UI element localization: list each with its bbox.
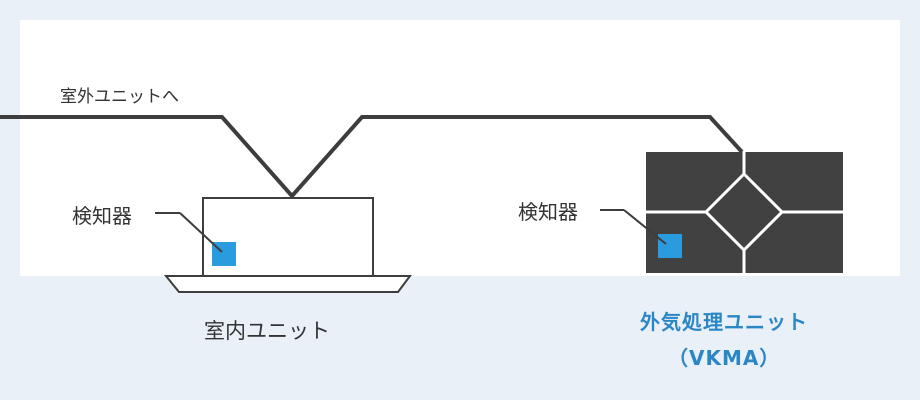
to-outdoor-unit-label: 室外ユニットへ [60, 87, 179, 107]
sensor-right-leader-diag [623, 209, 667, 245]
indoor-unit-label: 室内ユニット [204, 319, 330, 343]
indoor-unit-panel [163, 275, 412, 293]
heat-exchanger-diamond [703, 171, 785, 253]
indoor-unit [163, 197, 412, 293]
sensor-label-outdoor-unit: 検知器 [518, 200, 578, 224]
outdoor-air-processing-unit [646, 152, 843, 273]
model-label: （VKMA） [668, 346, 781, 370]
outdoor-processing-unit-label: 外気処理ユニット [640, 310, 808, 334]
sensor-left-leader-diag [179, 212, 223, 253]
sensor-label-indoor: 検知器 [72, 204, 132, 228]
sensor-outdoor-unit [658, 234, 682, 258]
refrigerant-pipe [0, 115, 744, 200]
